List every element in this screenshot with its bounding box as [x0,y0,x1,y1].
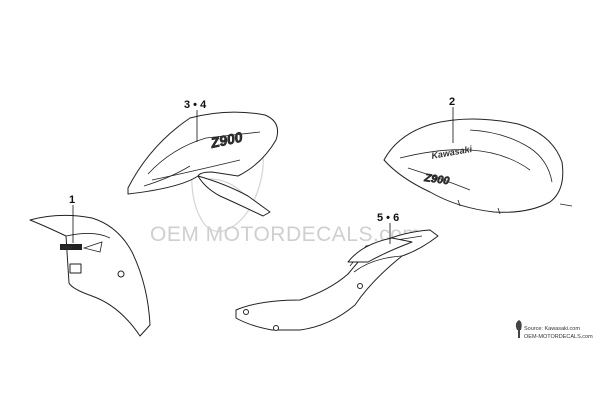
credit-logo-icon [515,320,522,338]
watermark-text: OEM MOTORDECALS.com [150,223,420,246]
credit-site: OEM-MOTORDECALS.com [524,334,593,340]
tank-model-text: Z900 [423,172,451,188]
callout-2: 2 [449,96,455,108]
fender-decal-text: Z900 [61,245,73,250]
tank-z900-decal: Z900 [422,172,451,188]
fuel-tank-cover: Kawasaki Z900 [383,118,573,215]
source-credits: Source: Kawasaki.com OEM-MOTORDECALS.com [515,320,593,340]
side-cover [235,229,439,331]
radiator-shroud: Z900 [127,111,279,217]
credit-source: Source: Kawasaki.com [524,326,580,332]
callout-1: 1 [69,194,75,206]
front-fender: Z900 [29,214,151,337]
callout-3-4: 3 • 4 [184,99,207,111]
callout-5-6: 5 • 6 [377,212,399,224]
fender-decal: Z900 [60,244,82,250]
shroud-model-text: Z900 [208,129,244,152]
shroud-z900-decal: Z900 [208,128,244,152]
